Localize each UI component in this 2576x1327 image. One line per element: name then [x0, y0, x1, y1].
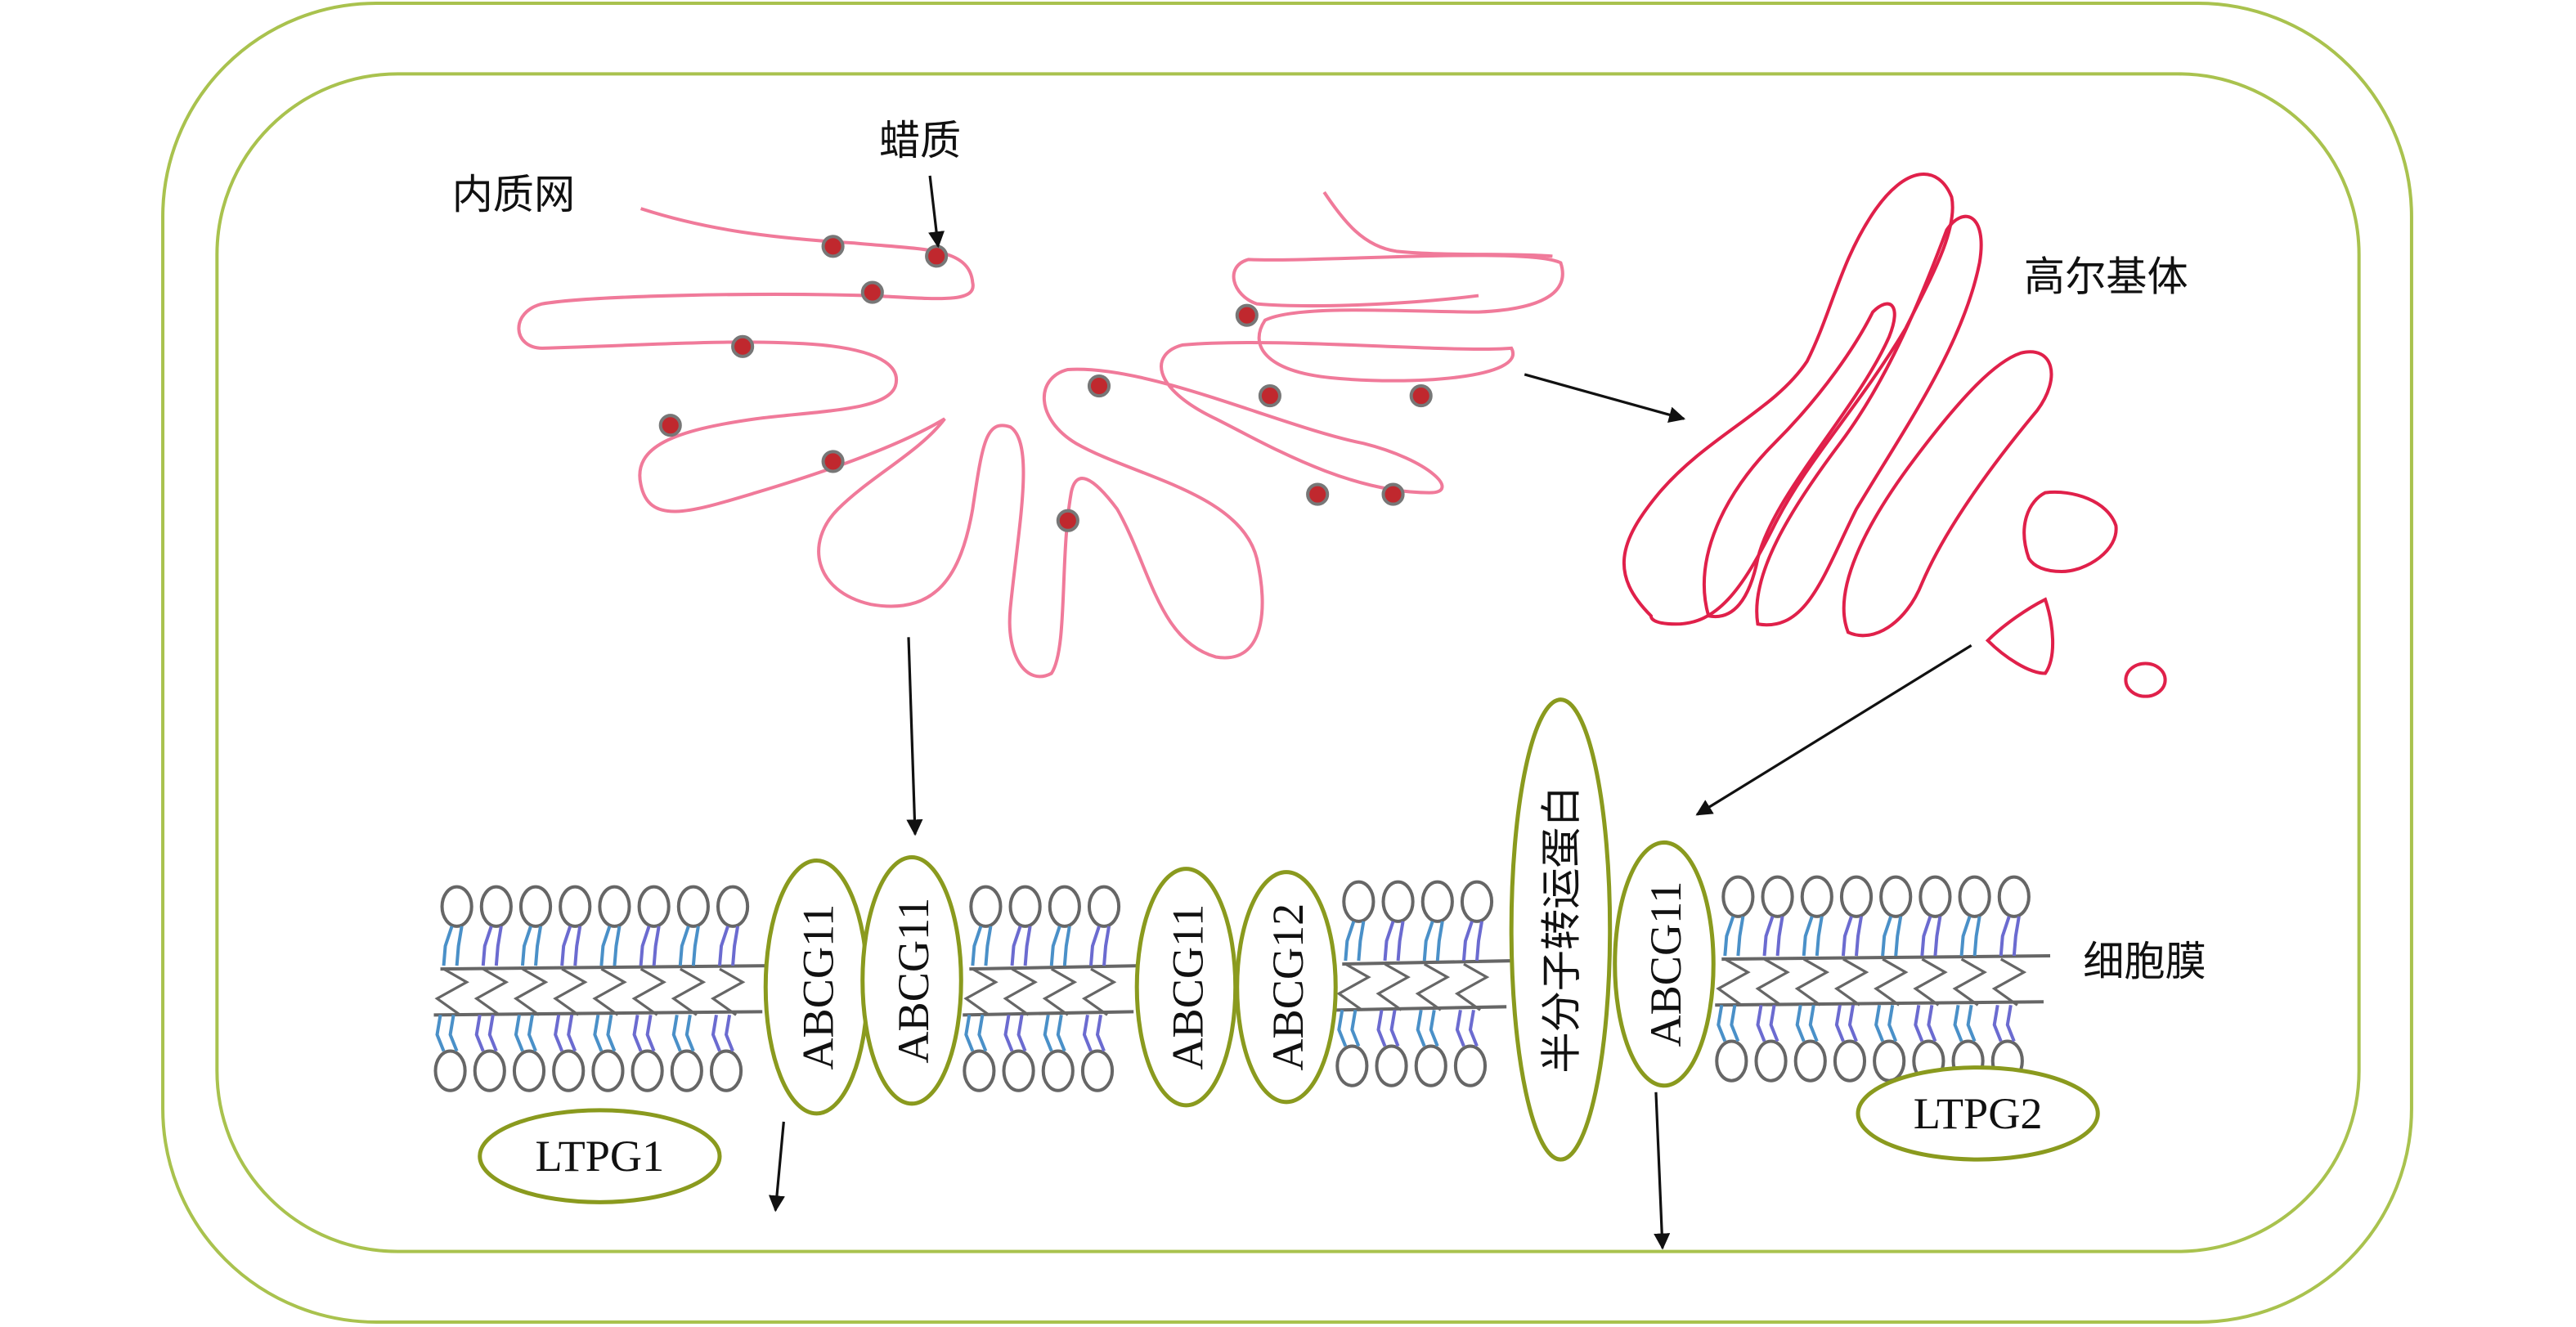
wax-dot	[1258, 384, 1281, 408]
arrow-export-2	[1654, 1092, 1671, 1250]
wax-dot	[1409, 384, 1433, 408]
lipid-head	[552, 1049, 586, 1092]
wax-dot	[1381, 482, 1405, 506]
wax-dot	[821, 235, 845, 258]
wax-dot	[1087, 374, 1111, 398]
lipid-head	[1997, 875, 2031, 918]
protein-abcg11-3: ABCG11	[1134, 867, 1238, 1108]
lipid-head	[518, 885, 553, 928]
lipid-head	[559, 885, 592, 928]
lipid-head	[709, 1049, 743, 1092]
protein-abcg12: ABCG12	[1235, 870, 1338, 1105]
lipid-head	[1335, 1044, 1369, 1087]
lipid-head	[512, 1049, 546, 1092]
lipid-head	[1833, 1039, 1867, 1083]
protein-label: ABCG11	[1164, 904, 1213, 1070]
label-membrane: 细胞膜	[2083, 937, 2206, 985]
lipid-head	[1414, 1044, 1447, 1087]
protein-label: 半分子转运蛋白	[1537, 786, 1586, 1073]
lipid-head	[1800, 875, 1833, 918]
lipid-head	[1873, 1039, 1906, 1083]
lipid-segment	[1715, 875, 2051, 1083]
wax-dot	[821, 450, 845, 473]
lipid-segment	[433, 885, 770, 1092]
lipid-head	[440, 885, 473, 928]
cell-wall-inner	[215, 72, 2361, 1253]
lipid-head	[963, 1049, 996, 1092]
protein-abcg11-2: ABCG11	[860, 855, 963, 1106]
lipid-head	[479, 885, 513, 928]
arrow-er-to-membrane	[906, 637, 923, 836]
lipid-head	[1087, 885, 1121, 928]
wax-dot	[658, 414, 682, 437]
lipid-head	[433, 1049, 467, 1092]
label-wax: 蜡质	[879, 116, 961, 164]
lipid-head	[1453, 1044, 1488, 1087]
lipid-head	[1008, 885, 1042, 928]
arrow-er-to-golgi	[1524, 373, 1686, 424]
wax-dots	[658, 235, 1433, 532]
ltpg2: LTPG2	[1856, 1065, 2100, 1162]
wax-dot	[1056, 509, 1079, 532]
lipid-head	[1041, 1049, 1075, 1092]
lipid-bilayer	[433, 875, 2051, 1092]
arrow-golgi-to-membrane	[1695, 644, 1972, 816]
protein-half-transporter: 半分子转运蛋白	[1509, 697, 1613, 1162]
wax-dot	[860, 280, 884, 304]
protein-abcg11-4: ABCG11	[1613, 840, 1716, 1088]
lipid-head	[676, 885, 710, 928]
lipid-head	[1080, 1049, 1115, 1092]
lipid-head	[716, 885, 750, 928]
lipid-head	[969, 885, 1003, 928]
arrows	[768, 175, 1972, 1250]
protein-label: ABCG11	[794, 904, 843, 1070]
wax-dot	[1235, 303, 1259, 327]
protein-abcg11-1: ABCG11	[763, 859, 870, 1116]
lipid-segment	[963, 885, 1141, 1092]
lipid-head	[1420, 880, 1454, 923]
protein-label: ABCG11	[889, 898, 938, 1064]
ltpg1: LTPG1	[478, 1108, 722, 1204]
cell-wall-outer	[161, 2, 2413, 1324]
lipid-head	[670, 1049, 703, 1092]
lipid-head	[1381, 880, 1415, 923]
protein-label: ABCG11	[1641, 881, 1690, 1047]
lipid-head	[1048, 885, 1081, 928]
lipid-head	[591, 1049, 625, 1092]
lipid-head	[1793, 1039, 1827, 1083]
lipid-head	[1919, 875, 1952, 918]
lipid-head	[1761, 875, 1794, 918]
lipid-segment	[1335, 880, 1514, 1087]
lipid-head	[598, 885, 631, 928]
ltpg1-label: LTPG1	[536, 1132, 665, 1181]
wax-dot	[731, 334, 755, 358]
golgi-apparatus	[1622, 173, 2167, 698]
lipid-head	[637, 885, 671, 928]
lipid-head	[1375, 1044, 1408, 1087]
lipid-head	[1715, 1039, 1748, 1083]
lipid-head	[1839, 875, 1874, 918]
lipid-head	[1460, 880, 1494, 923]
protein-label: ABCG12	[1263, 903, 1313, 1071]
lipid-head	[631, 1049, 664, 1092]
lipid-head	[1721, 875, 1755, 918]
label-golgi: 高尔基体	[2024, 253, 2188, 301]
lipid-head	[1754, 1039, 1788, 1083]
lipid-head	[1879, 875, 1913, 918]
lipid-head	[473, 1049, 506, 1092]
lipid-head	[1342, 880, 1376, 923]
label-er: 内质网	[452, 170, 576, 218]
arrow-export-1	[768, 1121, 785, 1213]
ltpg2-label: LTPG2	[1914, 1089, 2043, 1138]
lipid-head	[1002, 1049, 1035, 1092]
wax-dot	[1306, 482, 1330, 506]
lipid-head	[1958, 875, 1991, 918]
wax-dot	[925, 244, 949, 268]
arrow-wax	[928, 175, 945, 249]
